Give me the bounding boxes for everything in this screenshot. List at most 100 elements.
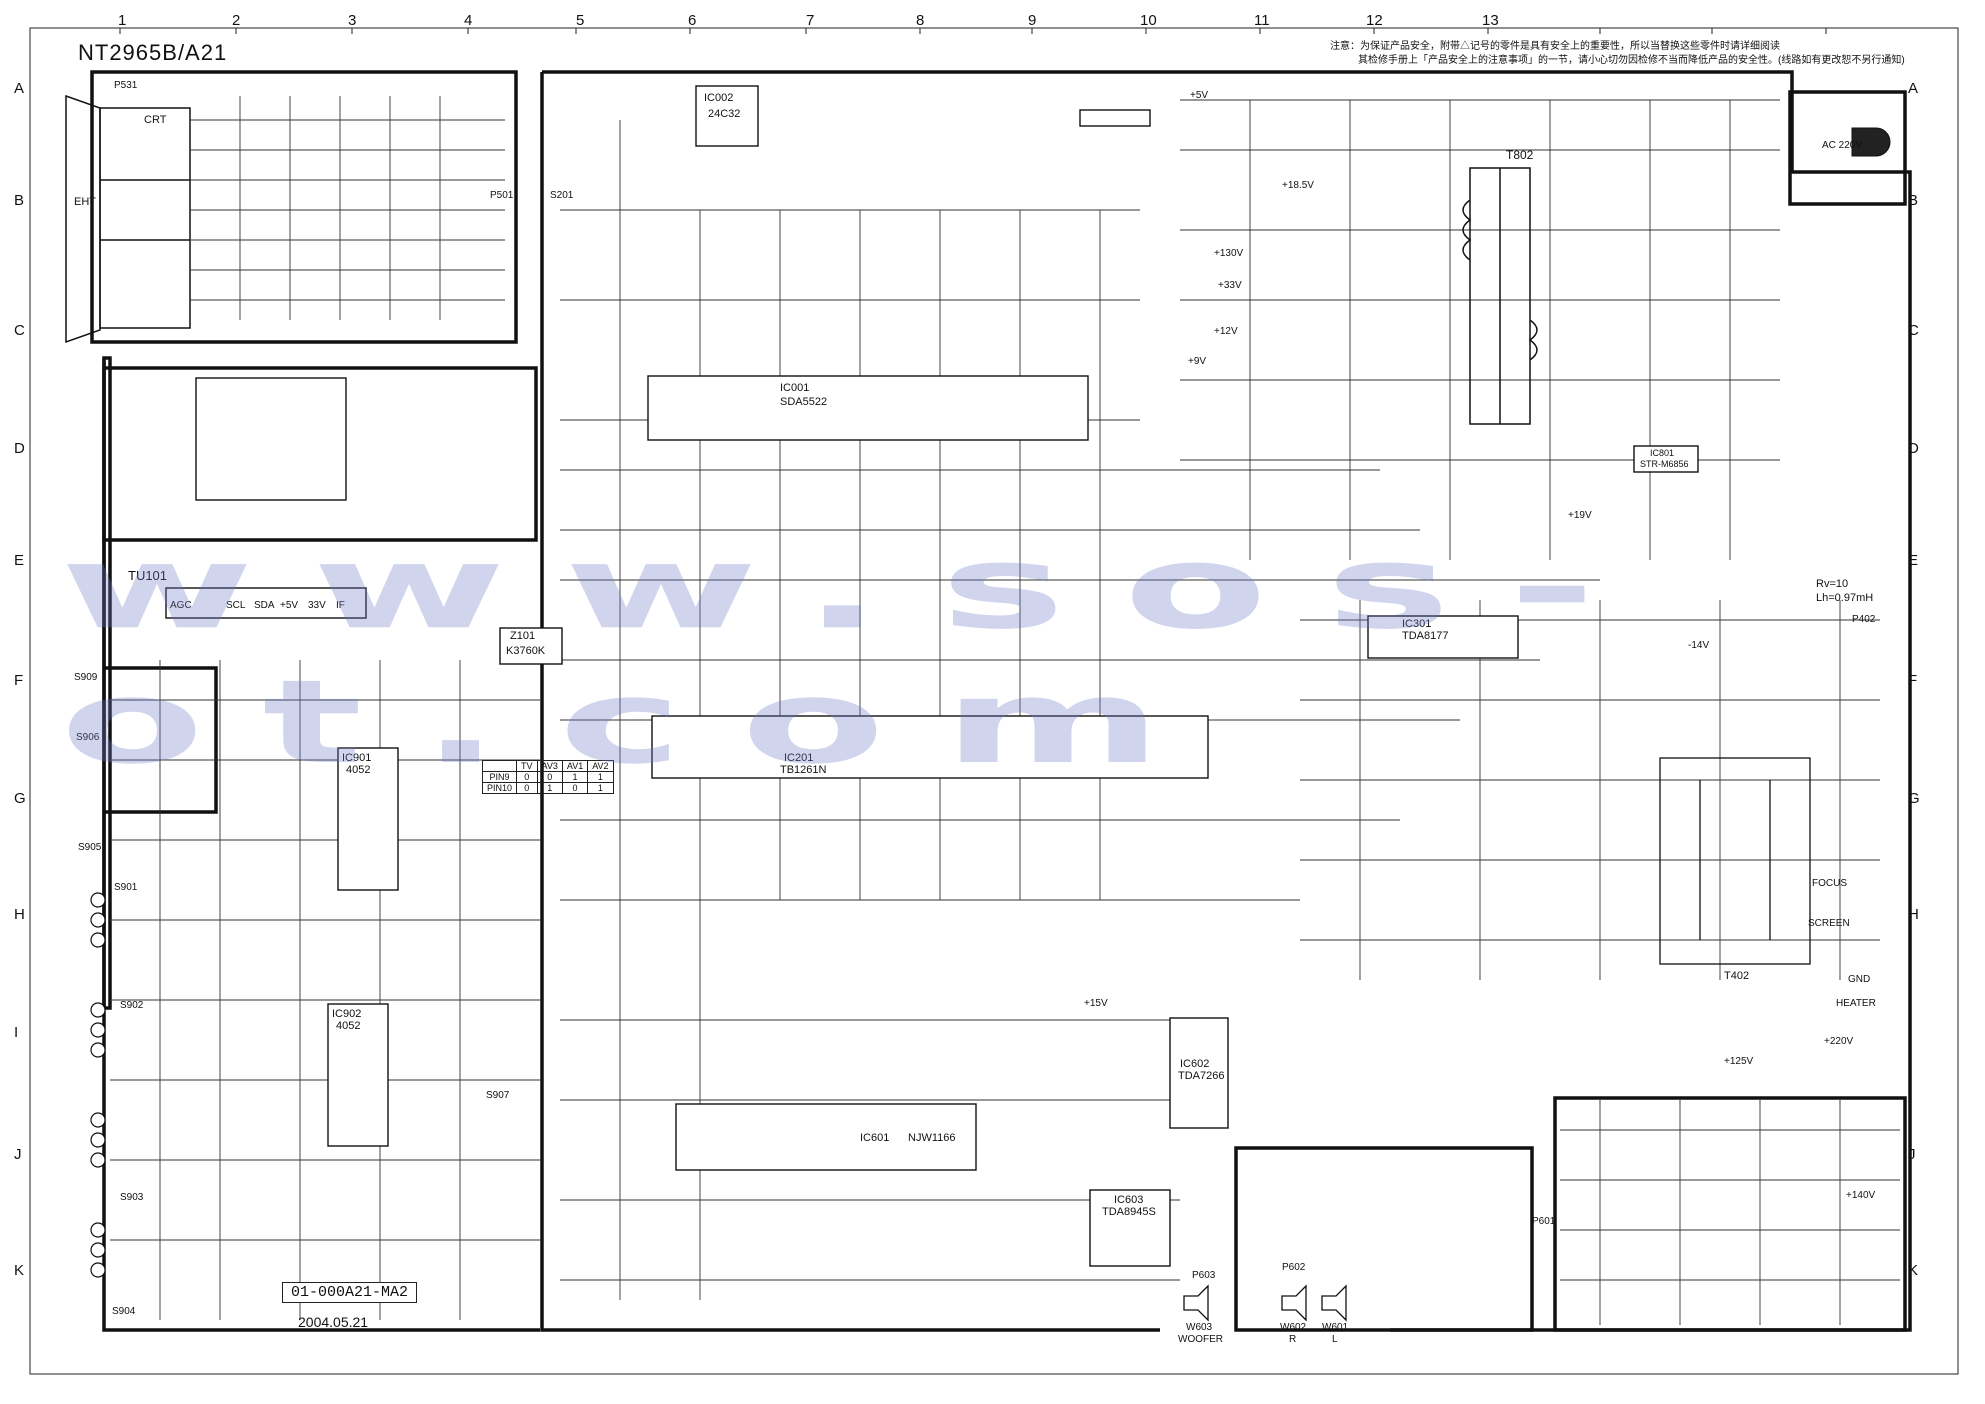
tuner-pin-label: 33V xyxy=(308,600,326,611)
safety-note: 注意：为保证产品安全，附带△记号的零件是具有安全上的重要性，所以当替换这些零件时… xyxy=(1330,40,1905,68)
grid-col-label: 4 xyxy=(464,12,473,29)
tuner-pin-label: IF xyxy=(336,600,345,611)
speaker-w601-label: L xyxy=(1332,1334,1338,1345)
ic002-ref: IC002 xyxy=(704,92,734,104)
grid-row-label: H xyxy=(14,906,25,923)
rail-label: +220V xyxy=(1824,1036,1854,1047)
grid-col-label: 2 xyxy=(232,12,241,29)
rail-label: +33V xyxy=(1218,280,1242,291)
safety-note-line: 注意：为保证产品安全，附带△记号的零件是具有安全上的重要性，所以当替换这些零件时… xyxy=(1330,41,1780,52)
connector-p601: P601 xyxy=(1532,1216,1556,1227)
ic201-ref: IC201 xyxy=(784,752,814,764)
grid-col-label: 8 xyxy=(916,12,925,29)
ic801-part: STR-M6856 xyxy=(1640,459,1689,469)
rail-label: +19V xyxy=(1568,510,1592,521)
rail-label: +15V xyxy=(1084,998,1108,1009)
speaker-w602-ref: W602 xyxy=(1280,1322,1307,1333)
tuner-pin-label: AGC xyxy=(170,600,192,611)
grid-row-label-right: B xyxy=(1908,192,1919,209)
ic001-part: SDA5522 xyxy=(780,396,828,408)
grid-row-label-right: F xyxy=(1908,672,1918,689)
ic603-part: TDA8945S xyxy=(1102,1206,1156,1218)
deflection-rv: Rv=10 xyxy=(1816,578,1849,590)
crt-label: CRT xyxy=(144,114,167,126)
grid-row-label: F xyxy=(14,672,24,689)
ic902-ref: IC902 xyxy=(332,1008,362,1020)
grid-row-label-right: G xyxy=(1908,790,1920,807)
ic602-ref: IC602 xyxy=(1180,1058,1210,1070)
rail-label: +9V xyxy=(1188,356,1207,367)
grid-col-label: 10 xyxy=(1140,12,1157,29)
connector-s901: S901 xyxy=(114,882,138,893)
t802-ref: T802 xyxy=(1506,148,1534,162)
ic901-part: 4052 xyxy=(346,764,371,776)
rail-label: +140V xyxy=(1846,1190,1876,1201)
ic902-part: 4052 xyxy=(336,1020,361,1032)
grid-col-label: 13 xyxy=(1482,12,1499,29)
grid-row-label: A xyxy=(14,80,25,97)
grid-row-label: D xyxy=(14,440,25,457)
grid-row-label-right: I xyxy=(1908,1024,1913,1041)
connector-p501: P501 xyxy=(490,190,514,201)
focus-label: FOCUS xyxy=(1812,878,1847,889)
speaker-w603-ref: W603 xyxy=(1186,1322,1213,1333)
speaker-w603-label: WOOFER xyxy=(1178,1334,1223,1345)
grid-row-label: E xyxy=(14,552,25,569)
connector-s902: S902 xyxy=(120,1000,144,1011)
schematic-title: NT2965B/A21 xyxy=(78,40,228,65)
connector-s905: S905 xyxy=(78,842,102,853)
pin-table-row-label: PIN10 xyxy=(481,782,518,794)
grid-row-label: G xyxy=(14,790,26,807)
pin-table-cell: 0 xyxy=(561,782,589,794)
t402-ref: T402 xyxy=(1724,970,1750,982)
grid-row-label-right: E xyxy=(1908,552,1919,569)
grid-row-label-right: D xyxy=(1908,440,1919,457)
z101-part: K3760K xyxy=(506,645,546,657)
rail-label: +12V xyxy=(1214,326,1238,337)
ic201-part: TB1261N xyxy=(780,764,827,776)
grid-col-label: 9 xyxy=(1028,12,1037,29)
ic301-part: TDA8177 xyxy=(1402,630,1449,642)
ic801-ref: IC801 xyxy=(1650,448,1675,458)
eht-label: EHT xyxy=(74,196,96,208)
grid-col-label: 12 xyxy=(1366,12,1383,29)
rail-label: +5V xyxy=(1190,90,1209,101)
connector-p602: P602 xyxy=(1282,1262,1306,1273)
connector-p402: P402 xyxy=(1852,614,1876,625)
connector-s907: S907 xyxy=(486,1090,510,1101)
ic601-part: NJW1166 xyxy=(908,1132,956,1144)
grid-col-label: 11 xyxy=(1254,12,1270,29)
watermark-text: www.sos-ot.com xyxy=(60,520,1654,790)
tuner-pin-label: SCL xyxy=(226,600,246,611)
tuner-pin-label: +5V xyxy=(280,600,299,611)
connector-s903: S903 xyxy=(120,1192,144,1203)
grid-col-label: 7 xyxy=(806,12,815,29)
tuner-pin-label: SDA xyxy=(254,600,275,611)
z101-ref: Z101 xyxy=(510,630,536,642)
grid-row-label: C xyxy=(14,322,25,339)
speaker-w601-ref: W601 xyxy=(1322,1322,1349,1333)
heater-label: HEATER xyxy=(1836,998,1876,1009)
connector-s906: S906 xyxy=(76,732,100,743)
pin-table-cell: 1 xyxy=(587,782,614,794)
grid-col-label: 3 xyxy=(348,12,357,29)
deflection-lh: Lh=0.97mH xyxy=(1816,592,1874,604)
ic601-ref: IC601 xyxy=(860,1132,890,1144)
connector-p603: P603 xyxy=(1192,1270,1216,1281)
rail-label: +18.5V xyxy=(1282,180,1314,191)
rail-label: -14V xyxy=(1688,640,1710,651)
speaker-w602-label: R xyxy=(1289,1334,1297,1345)
ic901-ref: IC901 xyxy=(342,752,372,764)
gnd-label: GND xyxy=(1848,974,1871,985)
pin-truth-table: TV AV3 AV1 AV2 PIN9 0 0 1 1 PIN10 0 1 0 … xyxy=(481,760,614,794)
ic602-part: TDA7266 xyxy=(1178,1070,1225,1082)
connector-s201: S201 xyxy=(550,190,574,201)
ic301-ref: IC301 xyxy=(1402,618,1432,630)
grid-row-label: I xyxy=(14,1024,19,1041)
grid-row-label: B xyxy=(14,192,25,209)
grid-row-label-right: K xyxy=(1908,1262,1919,1279)
grid-row-label-right: A xyxy=(1908,80,1919,97)
rail-label: +125V xyxy=(1724,1056,1754,1067)
screen-label: SCREEN xyxy=(1808,918,1850,929)
grid-row-label: J xyxy=(14,1146,22,1163)
